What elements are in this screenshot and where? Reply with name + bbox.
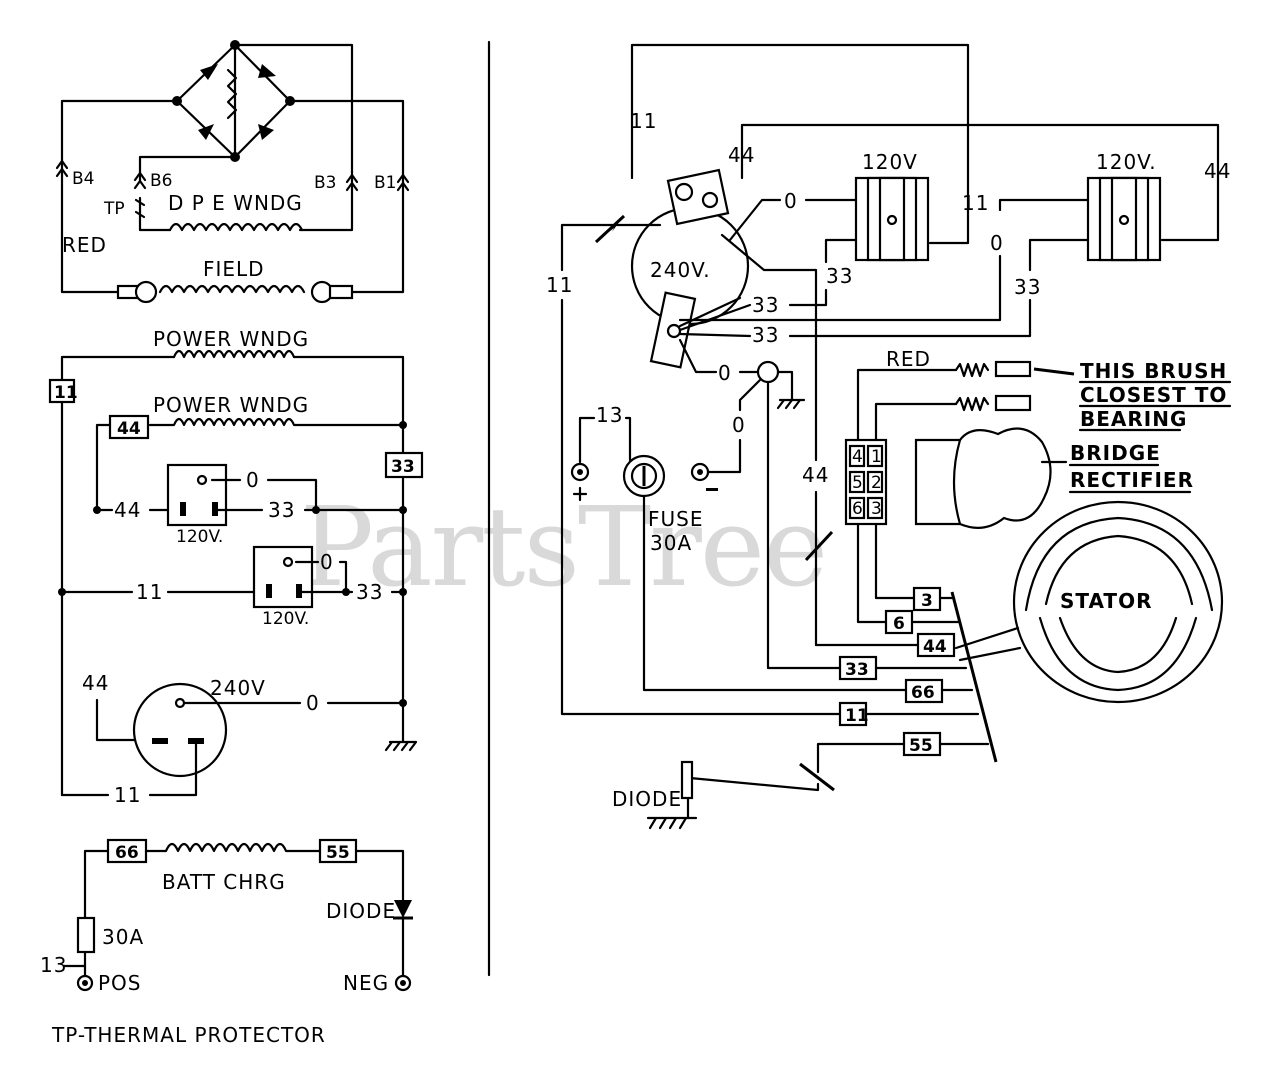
field-coil [158, 284, 306, 294]
wire-33-label-b: 33 [752, 293, 779, 317]
wire-0-label-low: 0 [718, 361, 732, 385]
receptacle-120v-2 [252, 545, 314, 609]
power-winding-coil-1 [172, 349, 296, 359]
stator-label: STATOR [1060, 589, 1152, 613]
wire-11-label-left: 11 [546, 273, 573, 297]
wire-44-label-right: 44 [1204, 159, 1231, 183]
terminal-2: 2 [871, 473, 882, 493]
pictorial-panel: 11 44 240V. 120V 120V. 11 44 0 0 33 [546, 43, 1232, 830]
brush-1 [994, 360, 1032, 378]
power-winding-label-2: POWER WNDG [153, 393, 309, 417]
box-33-right: 33 [845, 660, 869, 680]
batt-chrg-label: BATT CHRG [162, 870, 286, 894]
box-44-left: 44 [117, 419, 141, 439]
ground-symbol-diode [646, 816, 698, 830]
box-55-left: 55 [326, 843, 350, 863]
wire-33-label-a: 33 [826, 264, 853, 288]
fuse-label-right: FUSE [648, 507, 703, 531]
terminal-b1-label: B1 [374, 173, 396, 193]
wire-0-label-a: 0 [246, 468, 260, 492]
receptacle-240v-label-right: 240V. [650, 258, 711, 282]
watermark-text: PartsTree [300, 483, 826, 611]
neg-label: NEG [343, 971, 389, 995]
wire-33-label-d: 33 [752, 323, 779, 347]
bridge-label-1: BRIDGE [1070, 441, 1161, 465]
bridge-rectifier-symbol [172, 40, 295, 162]
box-11-right: 11 [845, 706, 869, 726]
wire-0-label-top: 0 [784, 189, 798, 213]
dpe-winding-label: D P E WNDG [168, 191, 303, 215]
wire-11-label-a: 11 [136, 580, 163, 604]
wire-13-label-left: 13 [40, 953, 67, 977]
wire-0-label-mid: 0 [990, 231, 1004, 255]
battery-charge-coil [144, 842, 322, 853]
terminal-b4-label: B4 [72, 169, 94, 189]
red-label-right: RED [886, 347, 931, 371]
fuse-30a-right: 30A [650, 531, 692, 555]
red-label: RED [62, 233, 107, 257]
terminal-b6-label: B6 [150, 171, 172, 191]
diode-symbol-left [394, 900, 412, 918]
wire-33-label-c: 33 [1014, 275, 1041, 299]
box-66-right: 66 [911, 683, 935, 703]
terminal-3: 3 [871, 499, 882, 519]
bridge-label-2: RECTIFIER [1070, 468, 1194, 492]
wire-0-label-b: 0 [320, 550, 334, 574]
brush-note-2: CLOSEST TO [1080, 383, 1227, 407]
brush-2 [994, 394, 1032, 412]
bridge-rectifier-body [914, 427, 1052, 529]
field-label: FIELD [203, 257, 265, 281]
receptacle-1-voltage: 120V. [176, 527, 223, 547]
stator [1012, 500, 1224, 704]
fuse-symbol-left [76, 916, 96, 954]
diode-label-right: DIODE [612, 787, 682, 811]
dpe-winding-coil [168, 222, 304, 232]
brush-note-3: BEARING [1080, 407, 1187, 431]
box-3-right: 3 [921, 591, 933, 611]
schematic-panel: B4 B6 B3 B1 TP D P E WNDG RED FIELD POWE… [40, 40, 424, 1047]
terminal-1: 1 [871, 447, 882, 467]
wire-0-label-low2: 0 [732, 413, 746, 437]
wire-11-label-top: 11 [630, 109, 657, 133]
box-55-right: 55 [909, 736, 933, 756]
fuse-30a-left: 30A [102, 925, 144, 949]
diode-label-left: DIODE [326, 899, 396, 923]
power-winding-label-1: POWER WNDG [153, 327, 309, 351]
wire-44-label-a: 44 [114, 498, 141, 522]
wire-33-label-b: 33 [356, 580, 383, 604]
tp-label: TP [103, 199, 125, 219]
receptacle-1-voltage-right: 120V [862, 150, 918, 174]
terminal-6: 6 [852, 499, 863, 519]
wire-11-label-b: 11 [114, 783, 141, 807]
wire-44-label-top: 44 [728, 143, 755, 167]
box-44-right: 44 [923, 637, 947, 657]
power-winding-coil-2 [148, 417, 405, 427]
brush-note-1: THIS BRUSH [1080, 359, 1227, 383]
wire-33-label-a: 33 [268, 498, 295, 522]
wire-13-label-right: 13 [596, 403, 623, 427]
terminal-5: 5 [852, 473, 863, 493]
diode-right [680, 760, 694, 800]
wire-44-label-mid: 44 [802, 463, 829, 487]
receptacle-240v [132, 682, 228, 778]
wire-0-label-c: 0 [306, 691, 320, 715]
box-11-left: 11 [54, 383, 78, 403]
terminal-4: 4 [852, 447, 863, 467]
wire-44-label-b: 44 [82, 671, 109, 695]
wire-11-label-mid: 11 [962, 191, 989, 215]
ground-symbol-right [776, 398, 806, 410]
terminal-b3-label: B3 [314, 173, 336, 193]
box-33-left: 33 [391, 457, 415, 477]
receptacle-2-voltage: 120V. [262, 609, 309, 629]
receptacle-240v-label: 240V [210, 676, 266, 700]
box-6-right: 6 [893, 614, 905, 634]
legend-thermal-protector: TP-THERMAL PROTECTOR [51, 1023, 326, 1047]
receptacle-2-voltage-right: 120V. [1096, 150, 1157, 174]
box-66-left: 66 [115, 843, 139, 863]
pos-label: POS [98, 971, 142, 995]
ground-symbol-left [384, 740, 418, 752]
